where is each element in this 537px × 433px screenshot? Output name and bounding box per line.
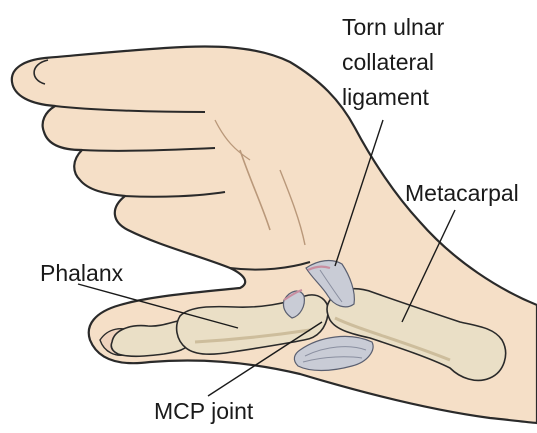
label-torn-ulnar-collateral-ligament: Torn ulnar collateral ligament <box>342 10 444 115</box>
label-phalanx: Phalanx <box>40 259 123 287</box>
label-line-2: collateral <box>342 45 444 80</box>
label-line-3: ligament <box>342 80 444 115</box>
label-line-1: Torn ulnar <box>342 10 444 45</box>
label-metacarpal: Metacarpal <box>405 179 519 207</box>
label-mcp-joint: MCP joint <box>154 397 253 425</box>
